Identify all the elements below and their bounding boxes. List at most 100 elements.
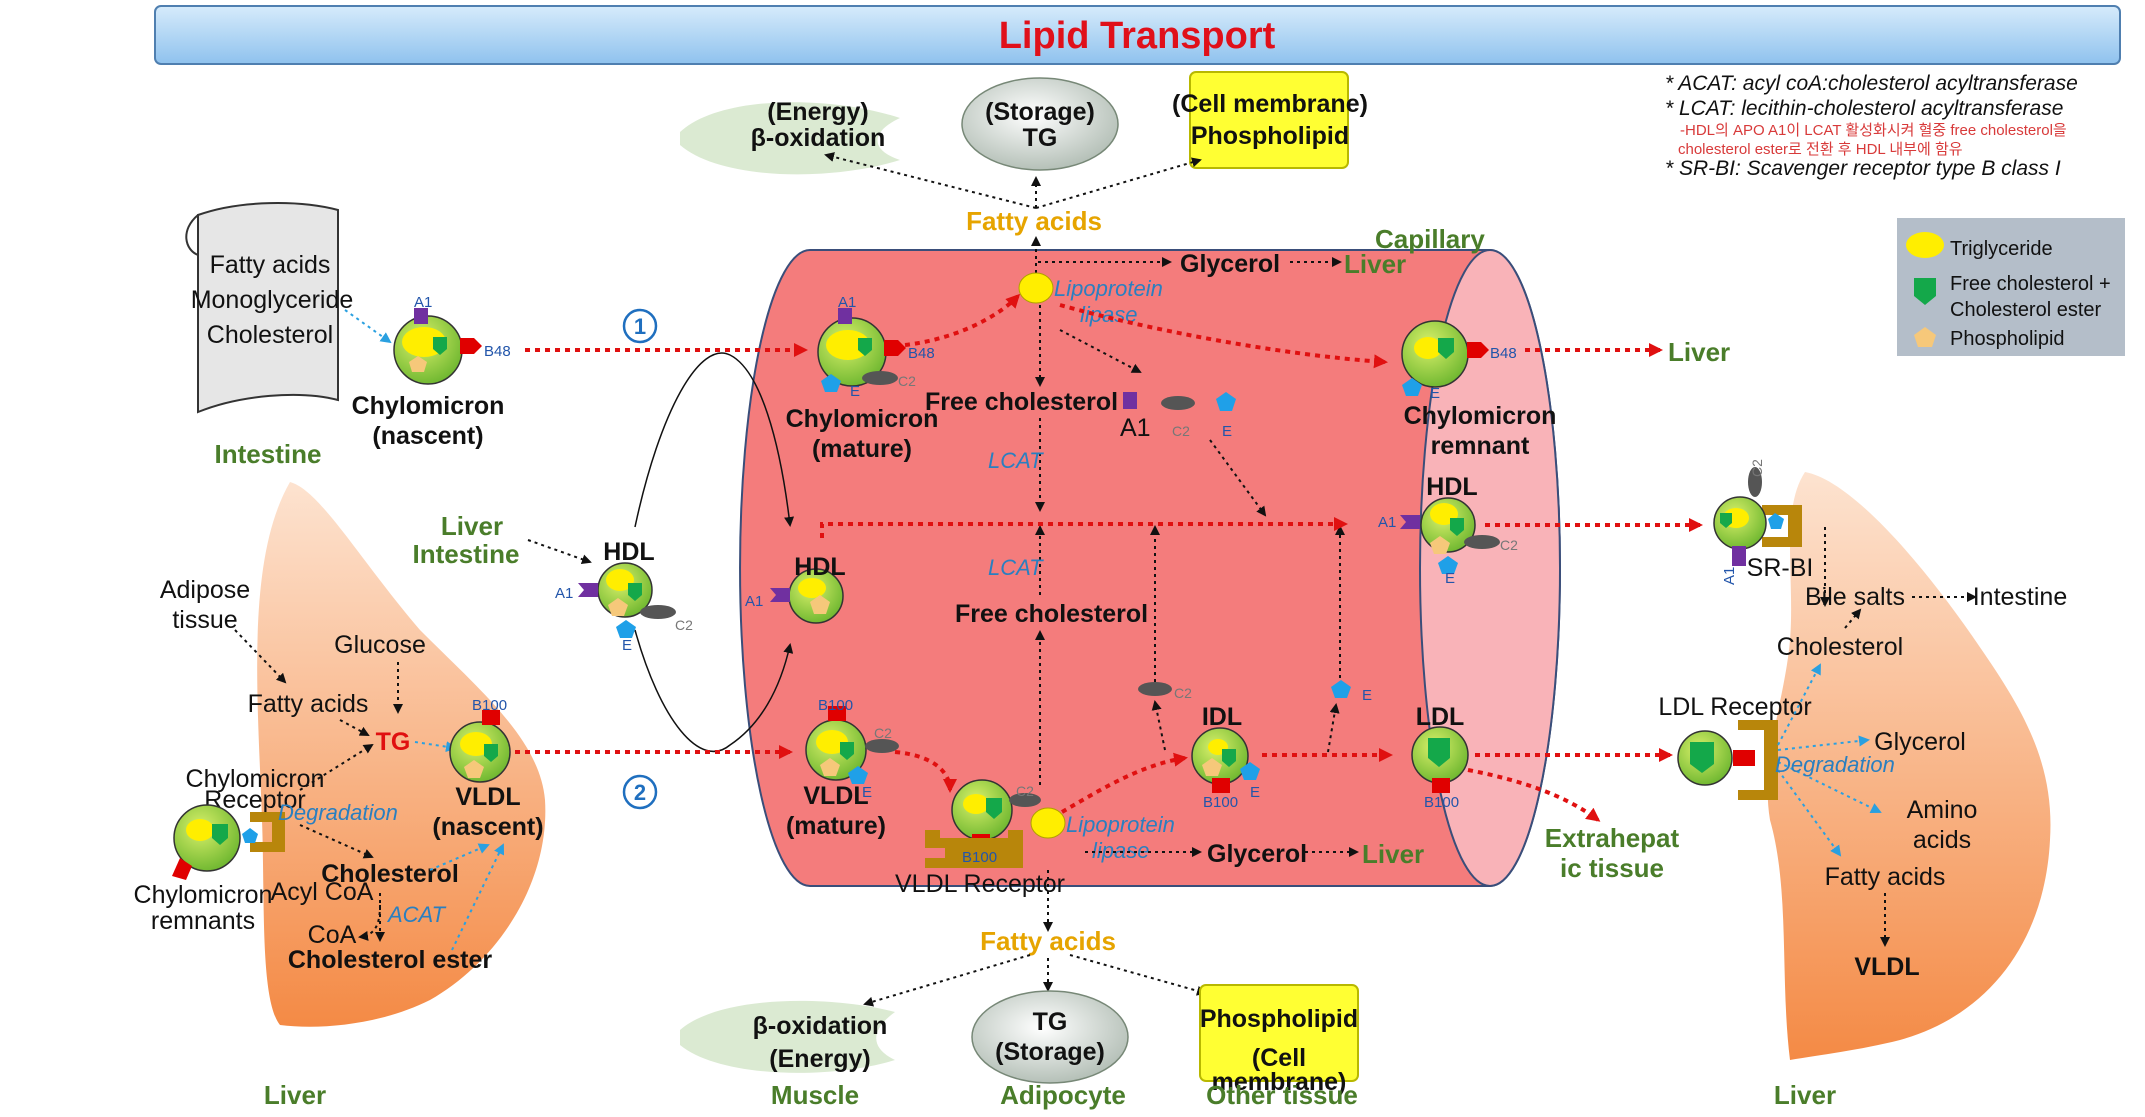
legend-free-chol-1: Free cholesterol +: [1950, 273, 2111, 295]
left-liver-shape: [257, 482, 546, 1027]
glucose-label: Glucose: [334, 631, 426, 659]
idl-to-e-arrow: [1327, 703, 1340, 753]
srbi-a1: A1: [1721, 567, 1738, 585]
legend-phospholipid: Phospholipid: [1950, 328, 2065, 350]
bottom-storage-ellipse: [971, 990, 1129, 1084]
phospholipid-icon: [1914, 327, 1936, 347]
chylomicron-mature-particle: [817, 308, 906, 392]
vldl-mature-label-1: VLDL: [803, 782, 868, 810]
hdl-source-label: HDL: [603, 538, 654, 566]
vldl-mature-particle: [805, 706, 899, 784]
intestine-fatty-acids: Fatty acids: [210, 251, 331, 279]
chylomicron-nascent-particle: [393, 308, 482, 385]
chylo-remnants-label-1: Chylomicron: [134, 881, 273, 909]
ldl-to-extrahepatic-arrow: [1467, 768, 1601, 822]
other-tissue-label: Other tissue: [1206, 1080, 1358, 1110]
hdl-source-liver: Liver: [441, 511, 503, 541]
extrahepatic-2: ic tissue: [1560, 853, 1664, 883]
hdl-source-e: E: [622, 637, 632, 654]
vldl-receptor-shape: [925, 830, 1023, 868]
srbi-hdl-particle: [1713, 467, 1784, 566]
adipocyte-label: Adipocyte: [1000, 1080, 1126, 1110]
vldl-nascent-label-2: (nascent): [432, 813, 543, 841]
bile-salts-label: Bile salts: [1805, 583, 1905, 611]
top-membrane-label: (Cell membrane): [1172, 90, 1368, 118]
note-lcat: * LCAT: lecithin-cholesterol acyltransfe…: [1665, 97, 2063, 120]
lcat-label-bottom: LCAT: [988, 555, 1044, 580]
lcat-label-top: LCAT: [988, 448, 1044, 473]
right-fatty-acids-label: Fatty acids: [1825, 863, 1946, 891]
bottom-output-arrows: [863, 954, 1207, 1007]
left-fatty-acids: Fatty acids: [248, 690, 369, 718]
bottom-phospholipid-3: membrane): [1212, 1068, 1347, 1096]
ldl-receptor-label: LDL Receptor: [1658, 693, 1811, 721]
vldl-mature-c2: C2: [874, 725, 892, 741]
chylo-mature-e: E: [850, 383, 860, 400]
right-degradation-label: Degradation: [1775, 752, 1895, 777]
vldl-mature-e: E: [862, 784, 872, 801]
bottom-oxidation-1: β-oxidation: [753, 1012, 888, 1040]
vldl-nascent-b100: B100: [472, 697, 507, 714]
legend-triglyceride: Triglyceride: [1950, 238, 2053, 260]
idl-e: E: [1250, 784, 1260, 801]
vldl-receptor-b100: B100: [962, 849, 997, 866]
hdl-right-c2: C2: [1500, 537, 1518, 553]
top-tg-label: TG: [1023, 124, 1058, 152]
ldl-b100: B100: [1424, 794, 1459, 811]
free-cholesterol-icon: [1914, 278, 1936, 305]
bottom-phospholipid-box: [1199, 984, 1359, 1082]
free-chol-top-c2: C2: [1172, 423, 1190, 439]
top-storage-label: (Storage): [985, 98, 1095, 126]
chylo-mature-c2: C2: [898, 373, 916, 389]
adipose-to-fa-arrow: [234, 629, 287, 684]
note-lcat-detail-1: -HDL의 APO A1이 LCAT 활성화시켜 혈중 free cholest…: [1680, 122, 2067, 139]
remnant-e: E: [1430, 385, 1440, 402]
hdl-right-e: E: [1445, 570, 1455, 587]
pathway-1-badge: [622, 308, 658, 344]
srbi-receptor-shape: [1762, 505, 1802, 547]
intestine-label: Intestine: [215, 439, 322, 469]
receptor-to-tg-arrow: [299, 743, 374, 791]
free-chol-top-c2-shape: [1161, 396, 1195, 410]
muscle-label: Muscle: [771, 1080, 859, 1110]
right-intestine-label: Intestine: [1973, 583, 2068, 611]
free-chol-top-e-shape: [1216, 392, 1236, 411]
lipoprotein-lipase-top-1: Lipoprotein: [1054, 276, 1163, 301]
left-acyl-coa: Acyl CoA: [271, 878, 374, 906]
vldl-receptor-c2: C2: [1016, 783, 1034, 799]
chylo-mature-b48: B48: [908, 345, 935, 362]
left-receptor-shape: [250, 812, 285, 852]
idl-particle: [1191, 727, 1260, 793]
bottom-fatty-acids: Fatty acids: [980, 926, 1116, 956]
legend: Triglyceride Free cholesterol + Choleste…: [1897, 218, 2125, 356]
lipase-to-apo-arrow: [1059, 329, 1142, 373]
ldl-e-shape: [1331, 680, 1351, 698]
left-tg: TG: [376, 728, 411, 756]
chylo-mature-label-1: Chylomicron: [786, 405, 939, 433]
pathway-2-number: 2: [634, 780, 646, 805]
hdl-source-c2: C2: [675, 617, 693, 633]
right-cholesterol-label: Cholesterol: [1777, 633, 1903, 661]
vldl-mature-label-2: (mature): [786, 812, 886, 840]
left-liver-label: Liver: [264, 1080, 326, 1110]
acyl-coa-curve: [358, 904, 381, 941]
chylo-nascent-label-1: Chylomicron: [352, 392, 505, 420]
title-bar: [154, 5, 2121, 65]
hdl-capillary-particle: [770, 568, 844, 624]
bottom-tg-2: (Storage): [995, 1038, 1105, 1066]
lipoprotein-lipase-bottom-1: Lipoprotein: [1066, 812, 1175, 837]
top-energy-label: (Energy): [767, 98, 868, 126]
glycerol-top-liver: Liver: [1344, 249, 1406, 279]
left-degradation: Degradation: [278, 800, 398, 825]
glycerol-bottom-liver: Liver: [1362, 839, 1424, 869]
hdl-source-particle: [578, 562, 676, 638]
bottom-tg-1: TG: [1033, 1008, 1068, 1036]
top-membrane-box: [1189, 71, 1349, 169]
bottom-oxidation-leaf: [680, 1000, 895, 1073]
amino-acids-1: Amino: [1907, 796, 1978, 824]
bottom-phospholipid-2: (Cell: [1252, 1044, 1306, 1072]
chylomicron-remnant-particle: [1401, 320, 1489, 396]
legend-free-chol-2: Cholesterol ester: [1950, 299, 2102, 321]
lipase-to-remnant-arrow: [1059, 303, 1388, 369]
lipase-to-idl-arrow: [1060, 752, 1188, 814]
